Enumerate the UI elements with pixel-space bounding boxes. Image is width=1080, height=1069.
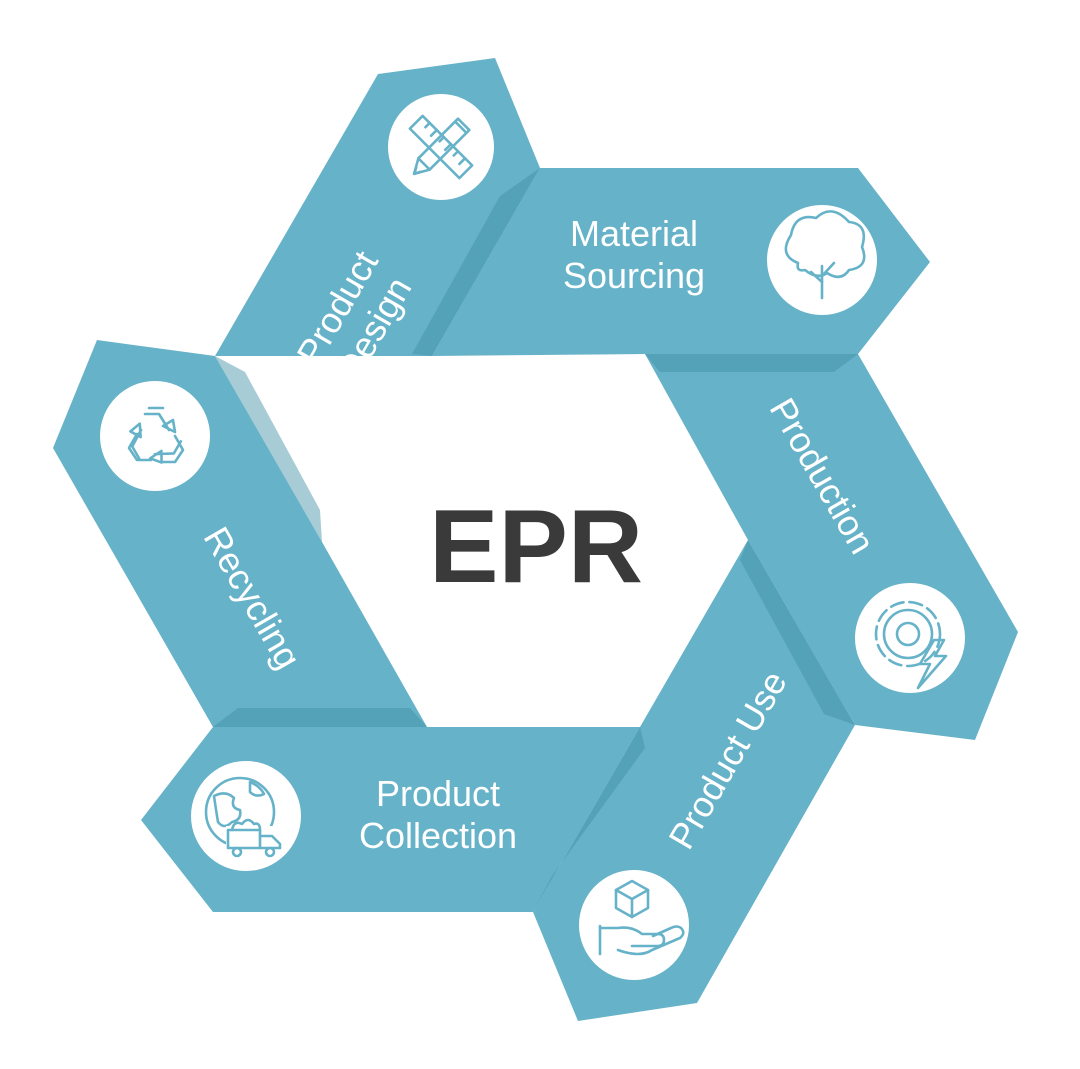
pencil-ruler-icon xyxy=(408,114,474,180)
fold-shade xyxy=(213,708,427,727)
recycle-icon xyxy=(127,406,185,464)
tree-icon xyxy=(784,210,866,300)
material-sourcing-label-line-1: Material xyxy=(570,213,698,254)
icon-disc-production xyxy=(855,583,965,693)
icon-disc-product-design xyxy=(388,94,494,200)
fold-shade xyxy=(533,727,645,912)
icon-disc-product-use xyxy=(579,870,689,980)
icon-disc-material-sourcing xyxy=(767,205,877,315)
hand-box-icon xyxy=(598,879,685,956)
globe-truck-icon xyxy=(204,776,286,858)
product-collection-label-line-2: Collection xyxy=(359,815,517,856)
fold-shade xyxy=(412,168,540,356)
icon-disc-recycling xyxy=(100,381,210,491)
gear-lightning-icon xyxy=(874,600,948,690)
fold-shade xyxy=(215,356,322,542)
center-title: EPR xyxy=(429,489,643,605)
fold-shade xyxy=(740,540,855,725)
product-collection-label-line-1: Product xyxy=(376,773,500,814)
fold-shade xyxy=(645,354,858,372)
material-sourcing-label-line-2: Sourcing xyxy=(563,255,705,296)
